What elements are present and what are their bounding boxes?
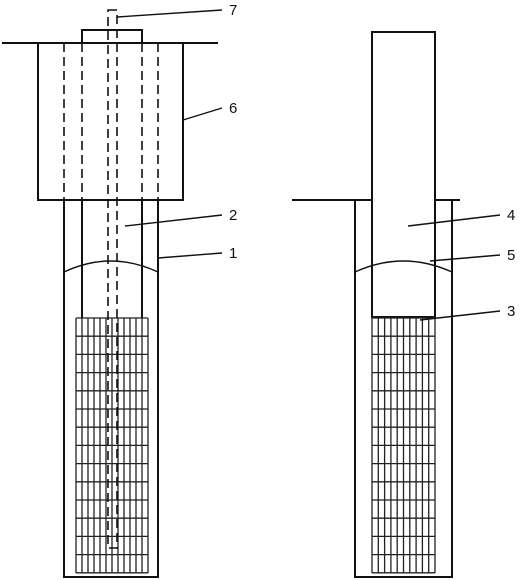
leader-3 <box>419 310 501 321</box>
label-4: 4 <box>507 207 515 224</box>
tremie-pipe <box>107 9 118 549</box>
label-1: 1 <box>229 245 237 262</box>
inner-pile-top <box>81 29 143 44</box>
label-5: 5 <box>507 247 515 264</box>
left-rebar-cage <box>75 317 149 574</box>
leader-1 <box>157 252 223 259</box>
label-3: 3 <box>507 303 515 320</box>
left-figure <box>2 9 218 578</box>
casing-top-block <box>37 42 184 201</box>
right-concrete-interface-arc <box>354 260 453 273</box>
right-figure <box>292 31 460 578</box>
right-pile-column <box>371 31 436 318</box>
leader-2 <box>124 214 223 227</box>
leader-7 <box>116 9 223 18</box>
part-labels: 7 6 2 1 4 5 3 <box>229 2 515 320</box>
label-2: 2 <box>229 207 237 224</box>
leader-4 <box>407 214 501 227</box>
left-concrete-surface-arc <box>63 260 159 273</box>
leader-5 <box>429 254 501 262</box>
label-7: 7 <box>229 2 237 19</box>
leader-6 <box>182 107 223 121</box>
label-6: 6 <box>229 100 237 117</box>
right-rebar-cage <box>371 317 436 574</box>
leader-lines <box>116 9 501 321</box>
